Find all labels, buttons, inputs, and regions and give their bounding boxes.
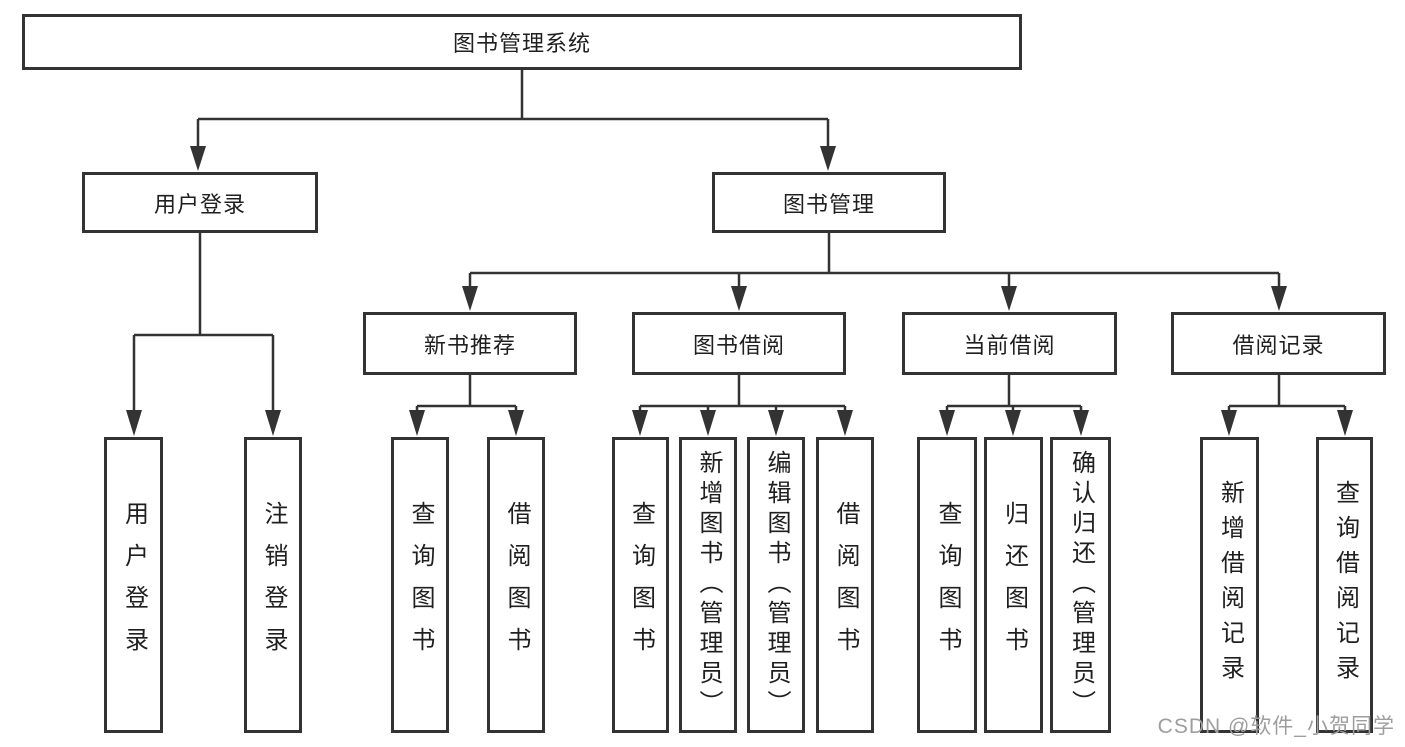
leaf-edit-book-admin-label: 编辑图书（管理员） [763, 450, 790, 720]
leaf-user-login-label: 用户登录 [120, 501, 148, 669]
node-root-label: 图书管理系统 [452, 31, 591, 56]
node-current-borrow-label: 当前借阅 [963, 332, 1056, 358]
connector-borrow-record-branch [1221, 375, 1353, 436]
node-user-login: 用户登录 [82, 172, 318, 233]
connector-book-borrow-branch [632, 375, 853, 436]
leaf-add-book-admin: 新增图书（管理员） [679, 437, 737, 733]
node-book-mgmt-label: 图书管理 [782, 191, 875, 217]
node-book-borrow: 图书借阅 [632, 312, 846, 375]
leaf-logout: 注销登录 [244, 437, 302, 733]
node-borrow-record: 借阅记录 [1171, 312, 1386, 375]
node-borrow-record-label: 借阅记录 [1232, 332, 1325, 358]
leaf-borrow-book-1-label: 借阅图书 [503, 501, 530, 669]
node-new-book-rec: 新书推荐 [363, 312, 577, 375]
leaf-query-book-1-label: 查询图书 [407, 501, 434, 669]
leaf-logout-label: 注销登录 [260, 501, 287, 669]
leaf-query-book-1: 查询图书 [391, 437, 449, 733]
node-root-system: 图书管理系统 [22, 14, 1022, 70]
node-book-mgmt: 图书管理 [712, 172, 946, 233]
leaf-add-borrow-record: 新增借阅记录 [1200, 437, 1259, 733]
leaf-borrow-book-1: 借阅图书 [487, 437, 545, 733]
connector-user-login-branch [126, 233, 281, 436]
leaf-confirm-return-admin-label: 确认归还（管理员） [1067, 450, 1095, 720]
leaf-query-book-3-label: 查询图书 [934, 501, 961, 669]
leaf-query-book-2: 查询图书 [612, 437, 669, 733]
leaf-query-borrow-record: 查询借阅记录 [1316, 437, 1373, 733]
node-book-borrow-label: 图书借阅 [692, 332, 785, 358]
leaf-confirm-return-admin: 确认归还（管理员） [1050, 437, 1111, 733]
leaf-borrow-book-2: 借阅图书 [816, 437, 874, 733]
leaf-edit-book-admin: 编辑图书（管理员） [747, 437, 805, 733]
leaf-return-book-label: 归还图书 [1000, 501, 1028, 669]
leaf-query-borrow-record-label: 查询借阅记录 [1331, 480, 1359, 690]
node-new-book-rec-label: 新书推荐 [423, 332, 516, 358]
leaf-add-book-admin-label: 新增图书（管理员） [695, 450, 722, 720]
leaf-user-login: 用户登录 [104, 437, 163, 733]
node-user-login-label: 用户登录 [153, 191, 246, 217]
connector-book-mgmt-branch [462, 233, 1287, 311]
connector-current-borrow-branch [939, 375, 1089, 436]
csdn-watermark: CSDN @软件_小贺同学 [1157, 715, 1395, 738]
leaf-add-borrow-record-label: 新增借阅记录 [1216, 480, 1244, 690]
leaf-query-book-3: 查询图书 [917, 437, 977, 733]
connector-root-to-level2 [190, 70, 836, 171]
leaf-return-book: 归还图书 [984, 437, 1043, 733]
connector-new-book-branch [409, 375, 524, 436]
leaf-query-book-2-label: 查询图书 [627, 501, 655, 669]
node-current-borrow: 当前借阅 [902, 312, 1117, 375]
leaf-borrow-book-2-label: 借阅图书 [832, 501, 859, 669]
